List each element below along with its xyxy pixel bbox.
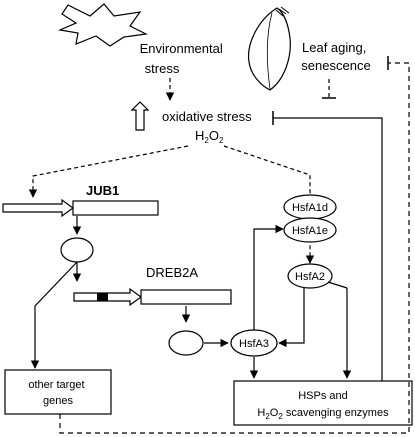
hsps-h: H [257, 407, 265, 419]
leaf-aging-line2: senescence [301, 58, 370, 73]
hsfa1d-label: HsfA1d [292, 202, 328, 214]
environmental-stress-label: Environmental stress [140, 41, 227, 76]
jub1-protein [60, 237, 94, 263]
jub1-protein-to-other-targets-arrow [30, 261, 78, 369]
h2o2-o: O [209, 128, 219, 143]
hsfa1e-node [283, 217, 337, 243]
hsfa2-node [287, 263, 333, 289]
jub1-label: JUB1 [86, 183, 119, 198]
environmental-stress-burst-icon [57, 3, 149, 47]
hsps-line1: HSPs and [298, 390, 348, 402]
jub1-gene-box [72, 200, 159, 216]
h2o2-label: H2O2 [195, 128, 224, 145]
h2o2-sub2: 2 [219, 136, 224, 145]
hsfa2-to-hsfa3-arrow [278, 288, 305, 348]
leaf-icon [247, 6, 291, 91]
leaf-aging-label: Leaf aging, senescence [301, 40, 370, 73]
hsfa3-to-hsfa1-arrow [253, 224, 284, 330]
dreb2a-protein [168, 330, 204, 356]
other-target-line1: other target [28, 379, 84, 391]
h2o2-h: H [195, 128, 204, 143]
hsps-line2: H2O2 scavenging enzymes [257, 407, 389, 421]
dreb2a-label: DREB2A [146, 265, 198, 280]
hsfa1e-label: HsfA1e [292, 225, 328, 237]
oxidative-to-jub1-dashed [28, 145, 189, 198]
hsps-rest: scavenging enzymes [283, 407, 389, 419]
leaf-aging-line1: Leaf aging, [302, 40, 366, 55]
hsps-to-oxidative-inhibit-line [273, 117, 383, 381]
jub1-promoter-arrow [2, 198, 75, 218]
environmental-stress-line1: Environmental [140, 41, 223, 56]
hsfa2-to-hsps-connector [327, 281, 348, 289]
hsps-sub2: 2 [278, 412, 283, 421]
h2o2-sub1: 2 [204, 136, 209, 145]
hsps-box [233, 380, 413, 426]
other-target-line2: genes [43, 395, 73, 407]
oxidative-stress-label: oxidative stress [162, 109, 252, 124]
other-target-genes-box [4, 369, 112, 415]
hsps-sub1: 2 [265, 412, 270, 421]
dreb2a-gene-box [140, 289, 232, 305]
dreb2a-binding-site [97, 293, 108, 301]
jub1-to-leaf-aging-inhibit-line [59, 62, 410, 434]
hollow-up-arrow-icon [130, 101, 150, 131]
hsfa2-label: HsfA2 [295, 271, 325, 283]
hsps-o: O [270, 407, 279, 419]
environmental-stress-line2: stress [145, 61, 180, 76]
hsfa3-label: HsfA3 [239, 338, 269, 350]
other-target-genes-label: other target genes [28, 379, 87, 407]
